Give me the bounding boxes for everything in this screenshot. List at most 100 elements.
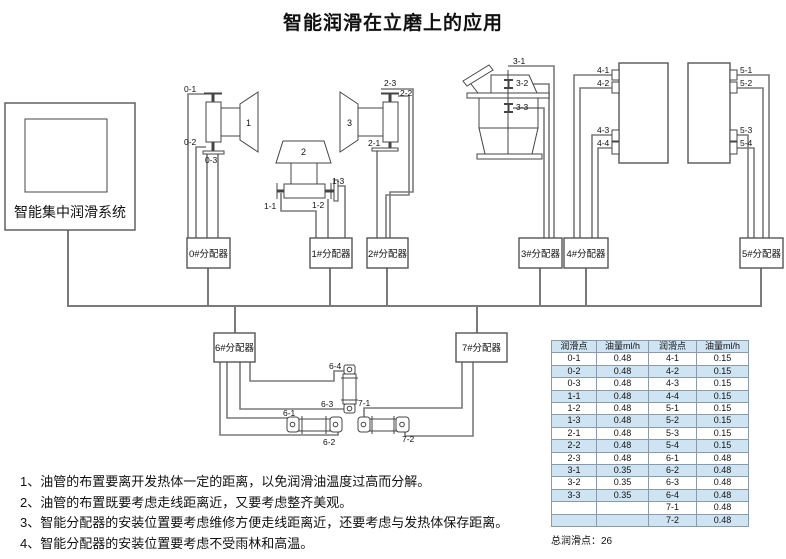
table-cell: 0.48: [596, 352, 649, 366]
table-cell: [596, 513, 649, 528]
table-cell: 0-2: [551, 364, 597, 379]
table-cell: 2-2: [551, 439, 597, 453]
table-cell: 3-2: [551, 476, 597, 490]
col-header-amount-1: 油量ml/h: [596, 339, 649, 354]
table-cell: 0.15: [696, 439, 749, 453]
point-label-6-3: 6-3: [321, 399, 334, 409]
table-cell: 0-1: [551, 352, 597, 366]
machine-2: 2: [275, 140, 339, 202]
table-cell: 4-3: [648, 377, 697, 391]
distributor-7: 7#分配器: [455, 332, 508, 363]
table-cell: 0.15: [696, 352, 749, 366]
table-cell: 1-2: [551, 402, 597, 416]
point-label-5-3: 5-3: [740, 125, 753, 135]
table-cell: 4-1: [648, 352, 697, 366]
point-label-5-2: 5-2: [740, 78, 753, 88]
table-cell: 1-3: [551, 414, 597, 428]
point-label-3-2: 3-2: [516, 78, 529, 88]
roller-5: [687, 62, 738, 164]
point-label-4-4: 4-4: [597, 138, 610, 148]
table-cell: 6-3: [648, 476, 697, 490]
table-cell: 7-1: [648, 501, 697, 515]
table-cell: 0-3: [551, 377, 597, 391]
table-cell: 3-3: [551, 488, 597, 503]
point-label-0-3: 0-3: [205, 155, 218, 165]
distributor-3: 3#分配器: [518, 237, 563, 269]
point-label-6-1: 6-1: [283, 408, 296, 418]
table-cell: 0.35: [596, 464, 649, 478]
table-cell: 0.48: [596, 451, 649, 466]
table-cell: 0.35: [596, 476, 649, 490]
table-cell: 0.15: [696, 402, 749, 416]
note-line: 2、油管的布置既要考虑走线距离近，又要考虑整齐美观。: [20, 494, 353, 510]
page-title: 智能润滑在立磨上的应用: [282, 13, 503, 34]
distributor-4: 4#分配器: [563, 237, 609, 269]
point-label-4-3: 4-3: [597, 125, 610, 135]
table-cell: [551, 513, 597, 528]
distributor-6-label: 6#分配器: [215, 343, 255, 354]
table-cell: 0.48: [696, 488, 749, 503]
point-label-5-4: 5-4: [740, 138, 753, 148]
table-cell: 4-2: [648, 364, 697, 379]
point-label-7-2: 7-2: [402, 434, 415, 444]
table-cell: 0.48: [596, 426, 649, 441]
point-label-2-2: 2-2: [400, 88, 413, 98]
central-lubrication-system: 智能集中润滑系统: [4, 102, 136, 231]
distributor-6: 6#分配器: [213, 332, 256, 363]
point-label-6-2: 6-2: [323, 437, 336, 447]
note-line: 4、智能分配器的安装位置要考虑不受雨林和高温。: [20, 535, 314, 551]
table-cell: 6-4: [648, 488, 697, 503]
distributor-4-label: 4#分配器: [566, 249, 606, 260]
note-line: 3、智能分配器的安装位置要考虑维修方便走线距离近，还要考虑与发热体保存距离。: [20, 515, 509, 530]
system-box-label: 智能集中润滑系统: [14, 204, 126, 220]
table-cell: 0.48: [696, 476, 749, 490]
table-cell: 0.35: [596, 488, 649, 503]
table-cell: 1-1: [551, 389, 597, 404]
distributor-1-label: 1#分配器: [311, 249, 351, 260]
machine-3: 3: [339, 91, 399, 153]
point-label-6-4: 6-4: [329, 361, 342, 371]
table-cell: 0.48: [596, 364, 649, 379]
table-cell: [596, 501, 649, 515]
col-header-amount-2: 油量ml/h: [696, 339, 749, 354]
grease-fitting-3-3: [504, 103, 513, 113]
pipes-group: [67, 65, 770, 437]
table-cell: 0.15: [696, 414, 749, 428]
machine-2-number: 2: [301, 147, 306, 157]
table-cell: 3-1: [551, 464, 597, 478]
notes-list: 1、油管的布置要离开发热体一定的距离，以免润滑油温度过高而分解。 2、油管的布置…: [20, 472, 508, 554]
col-header-point-2: 润滑点: [648, 339, 697, 354]
table-cell: 0.15: [696, 426, 749, 441]
machine-1-number: 1: [246, 118, 251, 128]
vertical-cylinder: [341, 364, 358, 414]
point-label-3-3: 3-3: [516, 102, 529, 112]
table-cell: 0.48: [596, 402, 649, 416]
grease-fitting-3-2: [504, 79, 513, 89]
table-cell: 7-2: [648, 513, 697, 528]
distributor-3-label: 3#分配器: [521, 249, 561, 260]
distributor-7-label: 7#分配器: [462, 343, 502, 354]
table-cell: 0.15: [696, 389, 749, 404]
point-label-3-1: 3-1: [513, 56, 526, 66]
table-cell: 5-3: [648, 426, 697, 441]
note-line: 1、油管的布置要离开发热体一定的距离，以免润滑油温度过高而分解。: [20, 474, 431, 489]
distributor-2: 2#分配器: [366, 237, 409, 269]
table-cell: 5-2: [648, 414, 697, 428]
left-cylinder: [286, 416, 343, 434]
point-label-5-1: 5-1: [740, 65, 753, 75]
table-cell: 0.48: [696, 501, 749, 515]
table-cell: 2-3: [551, 451, 597, 466]
point-labels: 0-1 0-2 0-3 1-1 1-2 1-3 2-1 2-2 2-3 3-1 …: [184, 56, 753, 447]
point-label-2-1: 2-1: [368, 138, 381, 148]
